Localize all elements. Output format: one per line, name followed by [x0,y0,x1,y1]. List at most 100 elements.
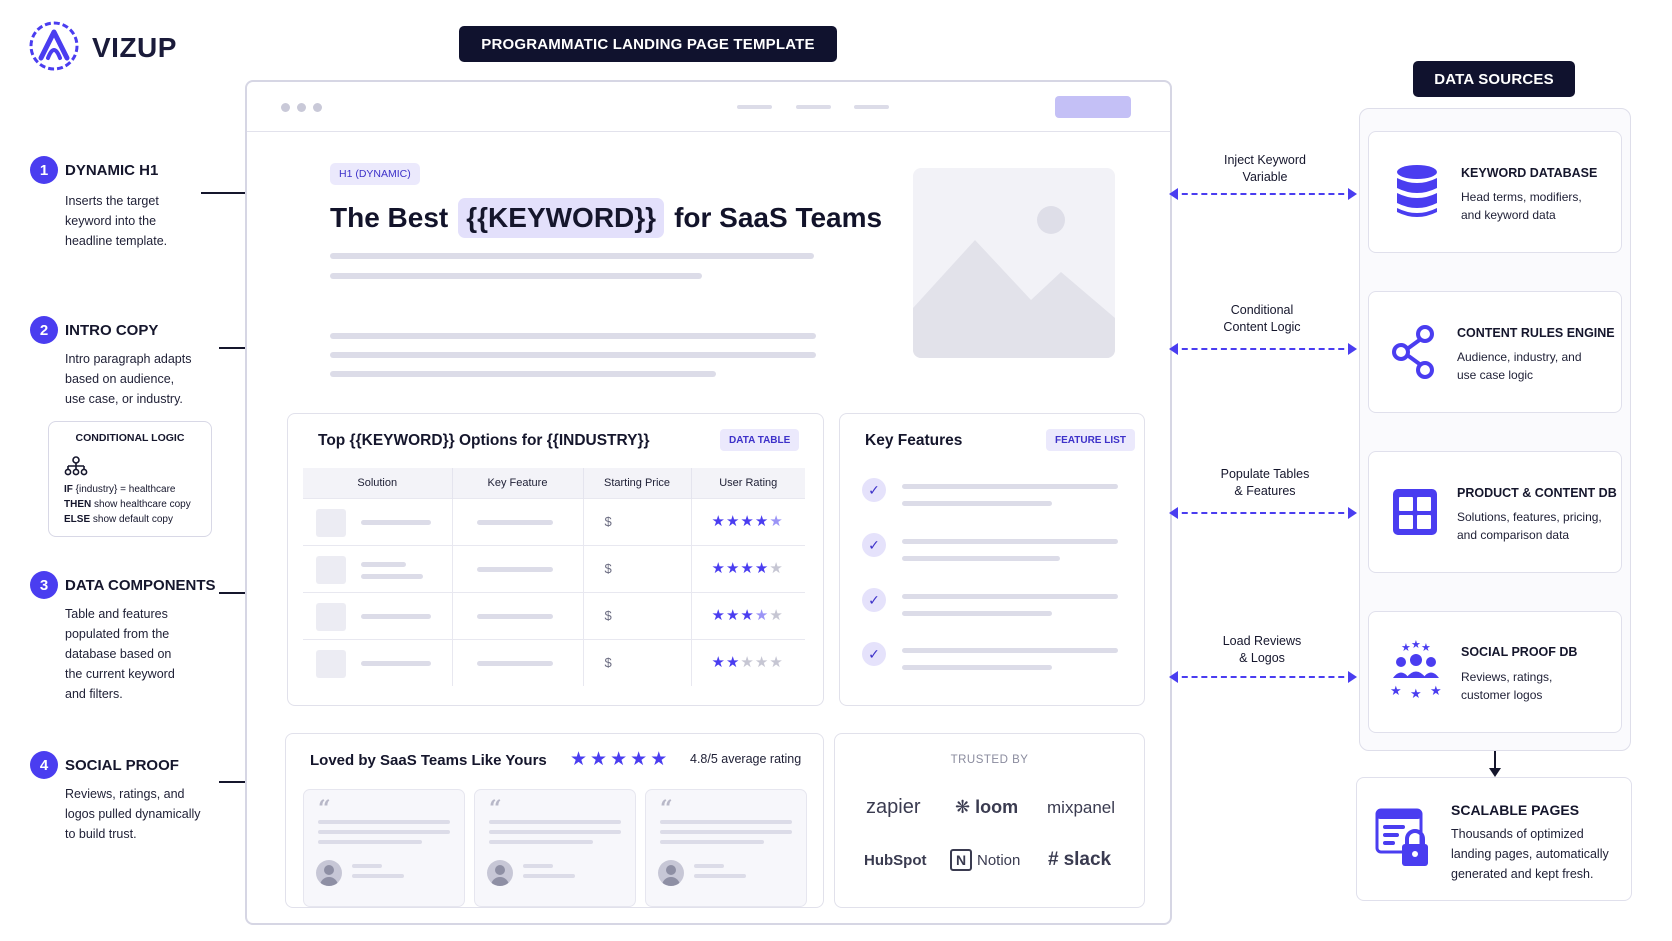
secure-page-icon [1375,808,1428,866]
avatar-icon [487,860,513,886]
source-card-keyword-database: KEYWORD DATABASE Head terms, modifiers, … [1368,131,1622,253]
source-title: PRODUCT & CONTENT DB [1457,486,1617,500]
star-icon: ★ [740,559,755,577]
step-desc-line: populated from the [65,627,170,641]
star-icon: ★ [725,606,741,624]
svg-text:★: ★ [1410,687,1422,700]
arrow-down-icon [1494,751,1496,771]
star-icon: ★ [769,606,784,624]
quote-icon: “ [318,796,331,822]
connector-label-line: & Logos [1239,651,1285,665]
connector-label-line: Inject Keyword [1224,153,1306,167]
slack-logo-text: slack [1063,849,1112,870]
step-desc-line: based on audience, [65,372,175,386]
grid-table-icon [1393,489,1437,535]
template-title: PROGRAMMATIC LANDING PAGE TEMPLATE [459,26,837,62]
share-nodes-icon [1392,325,1434,379]
step-title: INTRO COPY [65,322,159,339]
database-icon [1397,165,1437,217]
then-action: show healthcare copy [94,499,191,510]
slack-logo: #slack [1048,849,1111,871]
table-header-user-rating: User Rating [691,468,805,498]
rating-stars: ★★★★★ [712,512,784,530]
hubspot-logo-text: HubSpot [864,852,927,869]
else-action: show default copy [92,514,173,525]
bidirectional-arrow-icon [1169,671,1357,683]
step-number: 1 [30,156,58,184]
step-desc-line: headline template. [65,234,168,248]
thumbnail-icon [316,508,346,537]
step-desc-line: use case, or industry. [65,392,183,406]
svg-text:★: ★ [1430,684,1442,699]
loom-burst-icon: ❋ [955,797,971,817]
scalable-desc-line: generated and kept fresh. [1451,867,1594,881]
star-icon: ★ [754,653,770,671]
connector-label-line: & Features [1234,484,1296,498]
cta-button-placeholder [1055,96,1131,118]
star-icon: ★ [570,749,591,770]
star-icon: ★ [725,512,741,530]
star-icon: ★ [610,749,631,770]
vizup-logo-icon [29,21,79,71]
table-row: $ ★★★★★ [303,497,805,545]
scalable-desc-line: landing pages, automatically [1451,847,1609,861]
star-icon: ★ [590,749,611,770]
step-desc-line: keyword into the [65,214,157,228]
check-icon: ✓ [862,533,886,557]
source-title: SOCIAL PROOF DB [1461,645,1578,659]
if-condition: {industry} = healthcare [75,484,176,495]
window-dot-icon [281,103,290,112]
zapier-logo-text: zapier [866,796,921,818]
source-desc-line: Audience, industry, and [1457,350,1582,364]
arrow-down-head [1489,768,1501,777]
nav-link-placeholder [796,105,831,109]
nav-link-placeholder [737,105,772,109]
step-desc-line: Table and features [65,607,168,621]
star-icon: ★ [754,512,770,530]
price-value: $ [604,654,612,670]
source-card-content-rules: CONTENT RULES ENGINE Audience, industry,… [1368,291,1622,413]
if-keyword: IF [64,484,73,495]
star-icon: ★ [711,606,726,624]
step-desc-line: and filters. [65,687,123,701]
check-icon: ✓ [862,588,886,612]
headline-keyword-chip: {{KEYWORD}} [458,198,665,238]
table-header-solution: Solution [303,468,453,498]
step-title: SOCIAL PROOF [65,757,179,774]
table-row: $ ★★★★★ [303,638,805,686]
step-title: DYNAMIC H1 [65,162,159,179]
loom-logo: ❋loom [955,797,1018,818]
connector-label-line: Variable [1242,170,1288,184]
hubspot-logo: HubSpot [864,852,926,869]
data-sources-title: DATA SOURCES [1413,61,1575,97]
browser-toolbar [247,82,1170,132]
nav-link-placeholder [854,105,889,109]
source-desc-line: and keyword data [1461,208,1556,222]
reviews-title: Loved by SaaS Teams Like Yours [310,752,547,769]
trusted-by-label: TRUSTED BY [950,754,1029,766]
price-value: $ [604,513,612,529]
review-card: “ [474,789,636,907]
step-desc-line: to build trust. [65,827,137,841]
source-desc-line: Head terms, modifiers, [1461,190,1582,204]
intro-line-placeholder [330,352,816,358]
connector-label-line: Conditional [1230,303,1294,317]
svg-text:★: ★ [1421,641,1431,654]
bidirectional-arrow-icon [1169,343,1357,355]
image-icon [913,206,1115,358]
source-desc-line: Reviews, ratings, [1461,670,1553,684]
then-keyword: THEN [64,499,92,510]
page-headline: The Best {{KEYWORD}} for SaaS Teams [330,198,882,238]
star-icon: ★ [754,559,770,577]
window-dot-icon [313,103,322,112]
source-desc-line: and comparison data [1457,528,1570,542]
star-icon: ★ [754,606,770,624]
star-icon: ★ [769,559,784,577]
step-desc-line: database based on [65,647,172,661]
star-icon: ★ [725,653,741,671]
star-icon: ★ [711,512,726,530]
text-line-placeholder [330,273,702,279]
avatar-icon [658,860,684,886]
hierarchy-icon [64,456,88,476]
